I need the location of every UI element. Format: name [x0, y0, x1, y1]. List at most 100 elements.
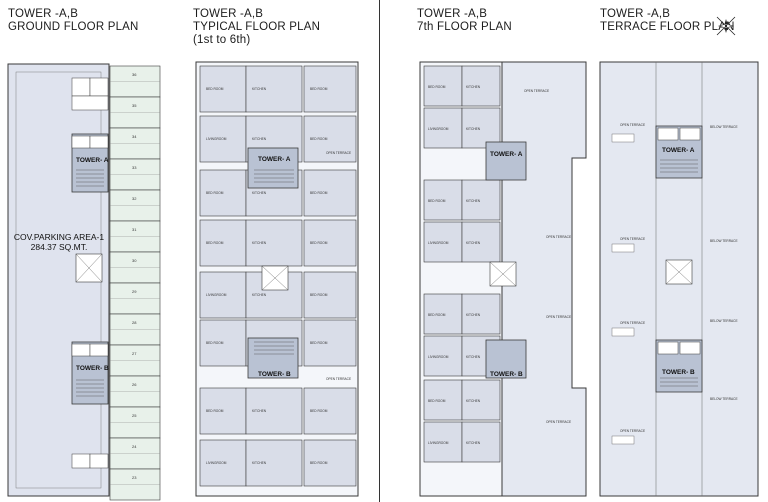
room-label: LIVINGROOM [428, 241, 449, 245]
room-label: KITCHEN [466, 441, 481, 445]
room: BED ROOM [303, 219, 357, 267]
room: BED ROOM [303, 271, 357, 319]
room-label: KITCHEN [252, 241, 267, 245]
slot-number: 35 [132, 103, 137, 108]
heading-line: TOWER -A,B [193, 8, 264, 20]
heading-line: TERRACE FLOOR PLAN [600, 21, 735, 33]
tower-b-label: TOWER- B [490, 371, 523, 378]
parking-slot: 29 [109, 282, 161, 315]
room: BED ROOM [303, 387, 357, 435]
room-label: BED ROOM [206, 341, 224, 345]
room-label: BED ROOM [206, 409, 224, 413]
room-label: KITCHEN [466, 241, 481, 245]
slot-number: 25 [132, 413, 137, 418]
room: KITCHEN [461, 379, 501, 421]
room: KITCHEN [461, 179, 501, 221]
room-label: BED ROOM [310, 241, 328, 245]
column-marker [75, 253, 103, 283]
tower-b-label: TOWER- B [258, 371, 291, 378]
room-label: LIVINGROOM [206, 461, 227, 465]
open-terrace-label: OPEN TERRACE [326, 377, 351, 381]
seventh-floor-plan: OPEN TERRACE OPEN TERRACE OPEN TERRACE O… [406, 58, 592, 502]
room-label: LIVINGROOM [428, 127, 449, 131]
parking-slot: 26 [109, 375, 161, 408]
room-label: LIVINGROOM [206, 137, 227, 141]
room: LIVINGROOM [423, 335, 463, 377]
room: KITCHEN [245, 387, 303, 435]
heading-line: TYPICAL FLOOR PLAN [193, 21, 321, 33]
room: BED ROOM [423, 65, 463, 107]
room: KITCHEN [245, 65, 303, 113]
open-terrace-label: OPEN TERRACE [546, 315, 571, 319]
room: BED ROOM [303, 65, 357, 113]
open-terrace-label: OPEN TERRACE [546, 235, 571, 239]
slot-number: 26 [132, 382, 137, 387]
slot-number: 29 [132, 289, 137, 294]
open-terrace-label: OPEN TERRACE [546, 420, 571, 424]
seventh-floor-drawing: OPEN TERRACE OPEN TERRACE OPEN TERRACE O… [419, 61, 587, 497]
room-label: BED ROOM [206, 241, 224, 245]
room-label: KITCHEN [466, 399, 481, 403]
parking-slot: 24 [109, 437, 161, 470]
parking-area-value: 284.37 SQ.MT. [30, 242, 88, 252]
room: LIVINGROOM [423, 421, 463, 463]
room: BED ROOM [303, 115, 357, 163]
room-label: LIVINGROOM [428, 355, 449, 359]
room-label: BED ROOM [428, 199, 446, 203]
room: KITCHEN [461, 293, 501, 335]
open-terrace-label: OPEN TERRACE [524, 89, 549, 93]
room-label: BED ROOM [310, 341, 328, 345]
parking-slot: 34 [109, 127, 161, 160]
room-label: BED ROOM [310, 461, 328, 465]
below-terrace-label: BELOW TERRACE [710, 125, 738, 129]
parking-slot: 36 [109, 65, 161, 98]
slot-number: 30 [132, 258, 137, 263]
room-label: BED ROOM [310, 137, 328, 141]
heading-line: 7th FLOOR PLAN [417, 21, 512, 33]
heading-line: TOWER -A,B [417, 8, 488, 20]
room: LIVINGROOM [199, 439, 247, 487]
room: BED ROOM [199, 219, 247, 267]
room-label: KITCHEN [252, 87, 267, 91]
room-label: BED ROOM [428, 313, 446, 317]
slot-number: 32 [132, 196, 137, 201]
slot-number: 24 [132, 444, 137, 449]
slot-number: 28 [132, 320, 137, 325]
tower-b-core [247, 337, 299, 379]
room: BED ROOM [199, 319, 247, 367]
slot-number: 23 [132, 475, 137, 480]
typical-floor-drawing: BED ROOM KITCHEN BED ROOM LIVINGROOM KITCHEN… [195, 61, 359, 497]
below-terrace-label: BELOW TERRACE [710, 239, 738, 243]
terrace-floor-drawing: TOWER- A TOWER- B OPEN TERRACE OPEN TERR… [599, 61, 759, 497]
heading-ground-floor: TOWER -A,B GROUND FLOOR PLAN [8, 8, 139, 34]
parking-area-label: COV.PARKING AREA-1 284.37 SQ.MT. [6, 232, 112, 252]
parking-slot: 23 [109, 468, 161, 501]
room: BED ROOM [303, 319, 357, 367]
room: KITCHEN [245, 219, 303, 267]
heading-line: TOWER -A,B [8, 8, 79, 20]
slot-number: 36 [132, 72, 137, 77]
tower-b-core [485, 339, 527, 379]
slot-number: 33 [132, 165, 137, 170]
tower-a-label: TOWER- A [662, 147, 695, 154]
room-label: BED ROOM [310, 409, 328, 413]
room: LIVINGROOM [199, 115, 247, 163]
parking-slot: 31 [109, 220, 161, 253]
section-divider [379, 0, 380, 502]
tower-a-core [247, 147, 299, 189]
parking-slot: 35 [109, 96, 161, 129]
heading-seventh-floor: TOWER -A,B 7th FLOOR PLAN [417, 8, 512, 34]
room: BED ROOM [303, 439, 357, 487]
heading-line: TOWER -A,B [600, 8, 671, 20]
room-label: BED ROOM [428, 399, 446, 403]
room-label: BED ROOM [206, 191, 224, 195]
parking-slot: 30 [109, 251, 161, 284]
parking-slot: 25 [109, 406, 161, 439]
room: BED ROOM [199, 387, 247, 435]
room-label: KITCHEN [252, 137, 267, 141]
room: LIVINGROOM [199, 271, 247, 319]
tower-a-label: TOWER- A [258, 156, 291, 163]
room-label: BED ROOM [310, 293, 328, 297]
tower-b-label: TOWER- B [76, 365, 109, 372]
